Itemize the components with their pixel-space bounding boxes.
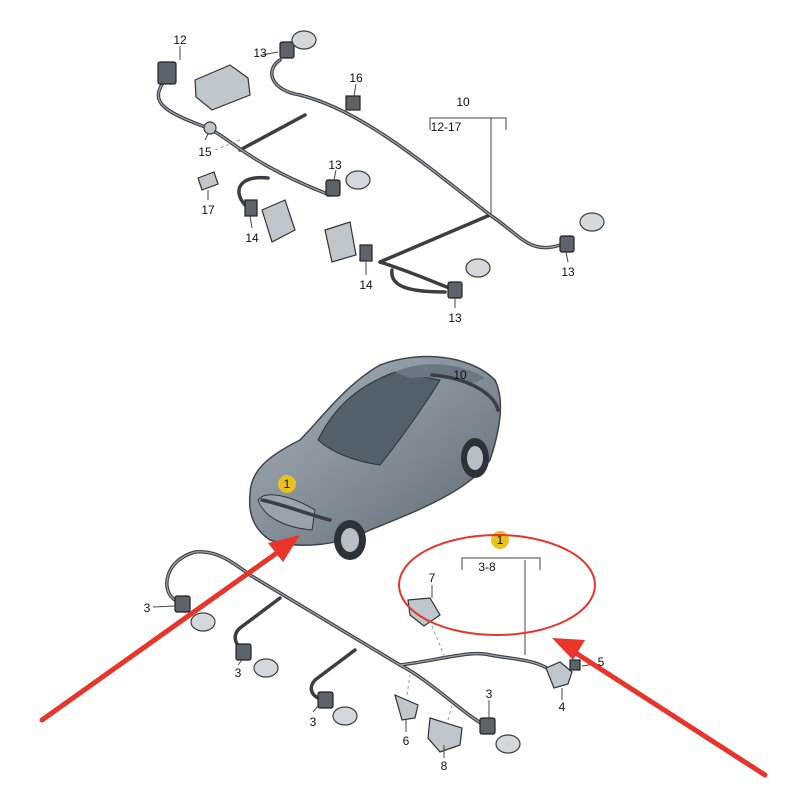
arrow-shaft bbox=[39, 542, 291, 723]
label-3: 3 bbox=[486, 687, 493, 701]
arrow-head bbox=[268, 535, 300, 562]
front-parking-harness: 3 3 3 3 4 5 6 7 8 1 3-8 bbox=[144, 531, 605, 773]
label-7: 7 bbox=[429, 571, 436, 585]
car-illustration: 10 1 bbox=[248, 355, 502, 560]
connector-12 bbox=[157, 61, 177, 85]
rear-harness-on-car bbox=[430, 373, 500, 412]
car-label-10: 10 bbox=[453, 368, 467, 382]
bracket-8 bbox=[427, 717, 463, 753]
label-15: 15 bbox=[198, 145, 212, 159]
label-13: 13 bbox=[448, 311, 462, 325]
harness-branch bbox=[237, 175, 270, 207]
sensor-3-d bbox=[479, 717, 521, 754]
module-14-left bbox=[244, 199, 296, 243]
label-13: 13 bbox=[328, 158, 342, 172]
sensor-3-c bbox=[317, 691, 358, 726]
label-10: 10 bbox=[456, 95, 470, 109]
label-1-range: 3-8 bbox=[478, 560, 496, 574]
bracket-6 bbox=[394, 693, 419, 721]
sensor-13-top bbox=[279, 30, 317, 59]
label-10-range: 12-17 bbox=[431, 120, 462, 134]
harness-branch bbox=[309, 648, 357, 700]
rear-parking-harness: 12 13 16 10 12-17 15 13 17 14 13 14 13 bbox=[156, 30, 605, 325]
arrow-shaft bbox=[565, 645, 768, 778]
sensor-13-bottom bbox=[447, 258, 491, 299]
label-3: 3 bbox=[235, 666, 242, 680]
grommet-15 bbox=[203, 121, 217, 135]
sensor-3-b bbox=[235, 643, 279, 678]
label-5: 5 bbox=[598, 655, 605, 669]
label-6: 6 bbox=[403, 734, 410, 748]
connector-4 bbox=[545, 661, 573, 689]
front-harness-on-car bbox=[260, 498, 332, 522]
label-14: 14 bbox=[359, 278, 373, 292]
car-label-1: 1 bbox=[284, 477, 291, 491]
sensor-13-mid bbox=[325, 170, 371, 197]
label-13: 13 bbox=[253, 46, 267, 60]
bracket-17 bbox=[197, 171, 219, 191]
arrow-head bbox=[552, 638, 585, 660]
label-8: 8 bbox=[441, 759, 448, 773]
red-annotations bbox=[39, 534, 768, 778]
clip-16 bbox=[345, 95, 361, 111]
label-1: 1 bbox=[497, 533, 504, 547]
harness-branch bbox=[238, 113, 307, 152]
label-12: 12 bbox=[173, 33, 187, 47]
harness-branch bbox=[233, 596, 282, 650]
control-module bbox=[194, 64, 251, 111]
label-13: 13 bbox=[561, 265, 575, 279]
label-17: 17 bbox=[201, 203, 215, 217]
label-3: 3 bbox=[144, 601, 151, 615]
highlight-ellipse bbox=[398, 534, 596, 636]
harness-branch bbox=[378, 213, 492, 264]
harness-branch bbox=[390, 268, 447, 294]
label-14: 14 bbox=[245, 231, 259, 245]
harness-wire bbox=[270, 58, 562, 250]
label-3: 3 bbox=[310, 715, 317, 729]
highlight-badge bbox=[278, 475, 296, 493]
label-4: 4 bbox=[559, 700, 566, 714]
label-16: 16 bbox=[349, 71, 363, 85]
clip-5 bbox=[569, 659, 581, 671]
module-14-right bbox=[324, 221, 373, 263]
sensor-13-right bbox=[559, 212, 605, 253]
sensor-3-a bbox=[174, 595, 216, 632]
clip-7 bbox=[407, 597, 441, 627]
